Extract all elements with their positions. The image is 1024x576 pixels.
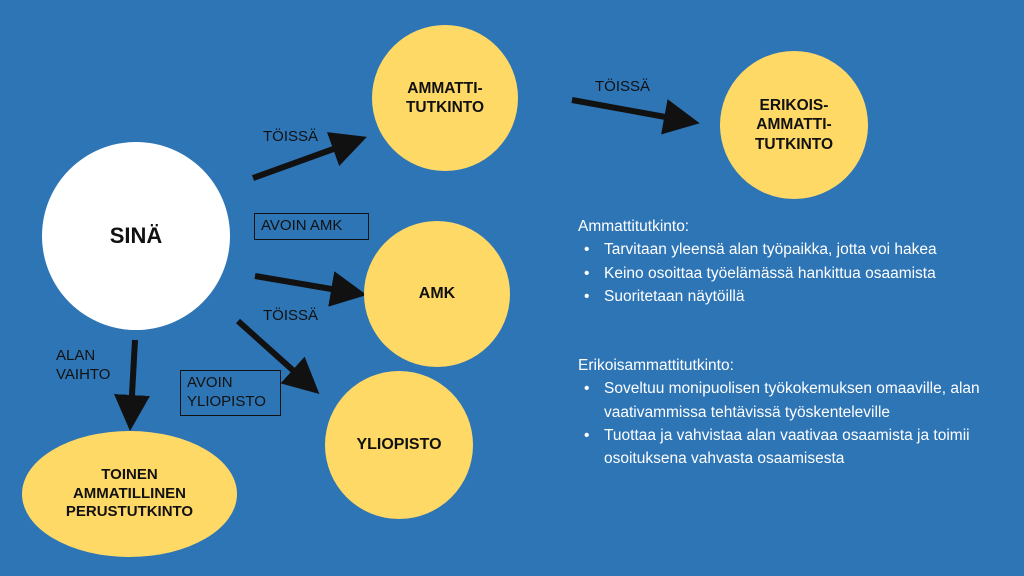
- node-yliopisto-label: YLIOPISTO: [356, 436, 442, 453]
- info-erikois-item: Tuottaa ja vahvistaa alan vaativaa osaam…: [584, 424, 982, 471]
- edge-label-alan-vaihto: ALAN VAIHTO: [56, 347, 111, 383]
- arrow-sina-to-ammattitutkinto: [251, 132, 367, 181]
- arrow-sina-to-yliopisto: [235, 318, 320, 395]
- node-erikoisammattitutkinto: ERIKOIS- AMMATTI- TUTKINTO: [720, 51, 868, 199]
- avoin-amk-box: AVOIN AMK: [254, 213, 369, 240]
- info-erikoisammattitutkinto: Erikoisammattitutkinto: Soveltuu monipuo…: [578, 354, 982, 470]
- edge-label-toissa-3: TÖISSÄ: [263, 307, 319, 324]
- arrow-sina-to-amk: [254, 271, 367, 307]
- info-ammattitutkinto-item: Keino osoittaa työelämässä hankittua osa…: [584, 262, 998, 286]
- node-sina-label: SINÄ: [109, 223, 163, 249]
- node-ammattitutkinto-label: AMMATTI- TUTKINTO: [405, 79, 485, 116]
- node-amk: AMK: [364, 221, 510, 367]
- node-ammattitutkinto: AMMATTI- TUTKINTO: [372, 25, 518, 171]
- node-toinen-perustutkinto: TOINEN AMMATILLINEN PERUSTUTKINTO: [22, 431, 237, 557]
- avoin-yliopisto-box: AVOIN YLIOPISTO: [180, 370, 281, 416]
- node-sina: SINÄ: [42, 142, 230, 330]
- info-ammattitutkinto-item: Suoritetaan näytöillä: [584, 285, 998, 309]
- info-ammattitutkinto: Ammattitutkinto: Tarvitaan yleensä alan …: [578, 215, 998, 308]
- node-amk-label: AMK: [418, 285, 456, 302]
- edge-label-toissa-2: TÖISSÄ: [595, 78, 651, 95]
- arrow-sina-to-toinen: [114, 339, 150, 431]
- info-ammattitutkinto-title: Ammattitutkinto:: [578, 218, 690, 235]
- node-toinen-label: TOINEN AMMATILLINEN PERUSTUTKINTO: [65, 465, 194, 521]
- edge-label-toissa-1: TÖISSÄ: [263, 128, 319, 145]
- node-yliopisto: YLIOPISTO: [325, 371, 473, 519]
- arrow-ammattitutkinto-to-erikois: [571, 97, 700, 135]
- node-erikois-label: ERIKOIS- AMMATTI- TUTKINTO: [754, 96, 834, 153]
- info-erikois-title: Erikoisammattitutkinto:: [578, 357, 734, 374]
- info-ammattitutkinto-item: Tarvitaan yleensä alan työpaikka, jotta …: [584, 238, 998, 262]
- info-erikois-item: Soveltuu monipuolisen työkokemuksen omaa…: [584, 377, 982, 424]
